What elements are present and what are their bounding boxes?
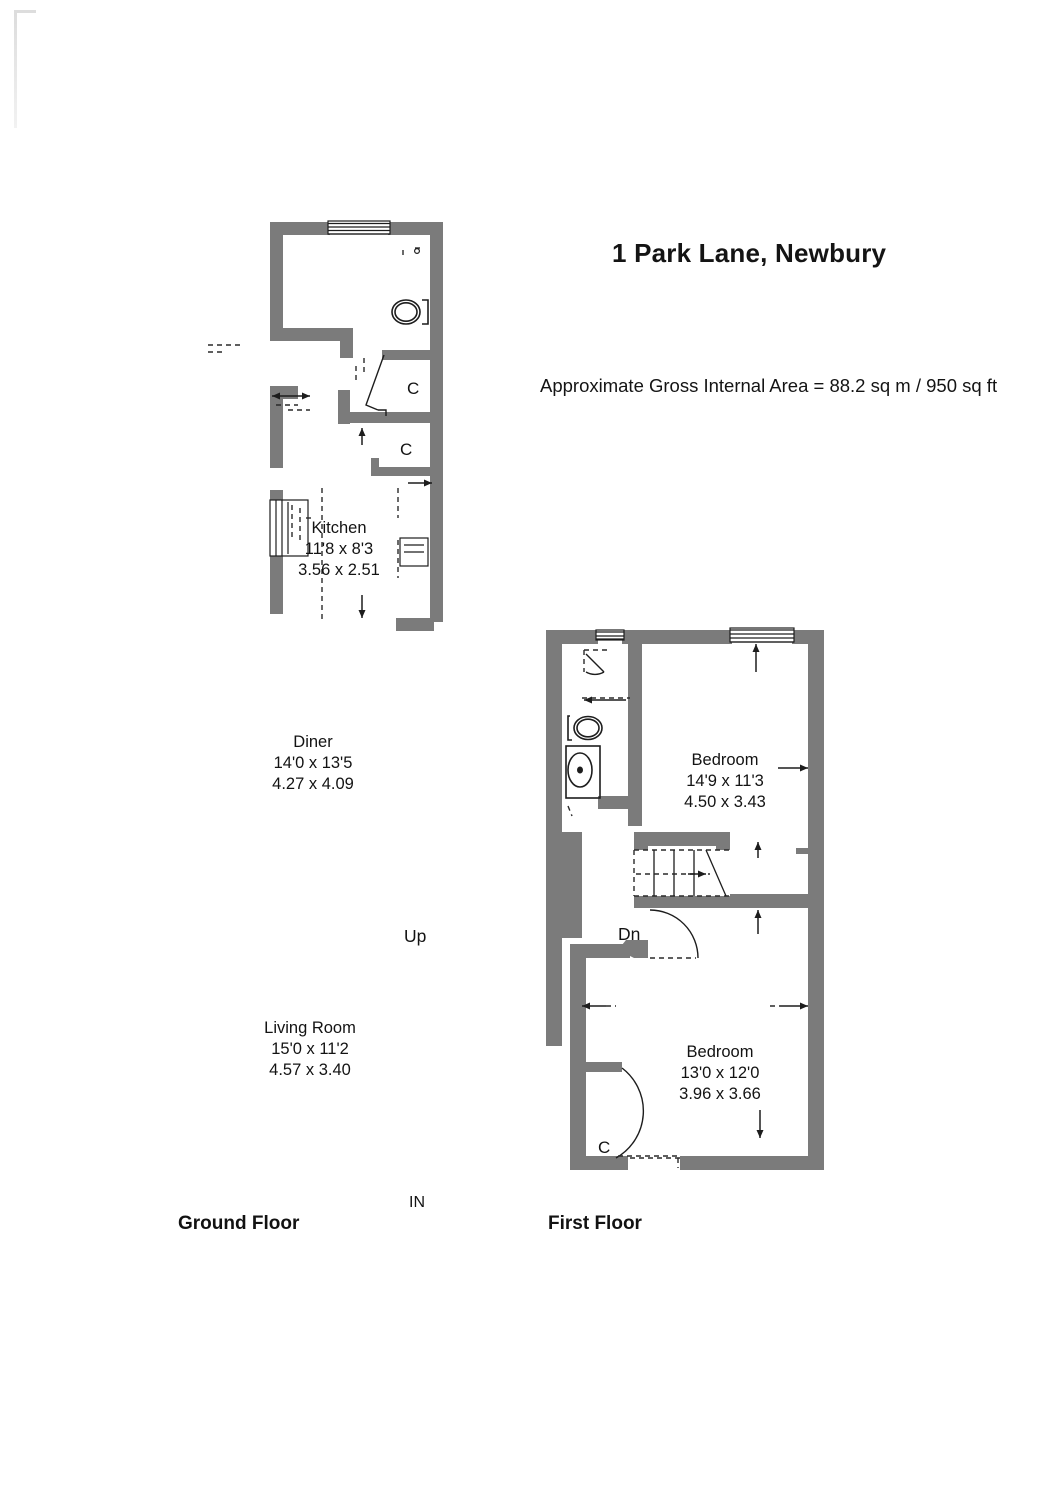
cupboard-label-ground-1: C <box>407 379 420 398</box>
arrow-bedroom2-bottom <box>756 1110 764 1138</box>
scan-artifact-cap <box>14 10 36 13</box>
room-dim-imperial: 14'9 x 11'3 <box>686 772 764 791</box>
room-label-diner: Diner 14'0 x 13'5 4.27 x 4.09 <box>248 732 378 795</box>
bathroom-door-dashes <box>583 649 610 672</box>
dimension-arrow-hall <box>272 392 310 400</box>
arrow-bedroom1-right-low <box>754 842 762 858</box>
room-dim-metric: 3.96 x 3.66 <box>679 1085 761 1104</box>
bath-fixture-first <box>565 745 601 799</box>
kitchen-appliance <box>399 537 429 567</box>
staircase-down <box>633 849 730 897</box>
arrow-bedroom1-top <box>752 644 760 672</box>
arrow-bedroom2-left <box>582 1002 616 1010</box>
arrow-bedroom2-top-right <box>754 910 762 934</box>
floor-label-ground: Ground Floor <box>178 1213 300 1234</box>
window-first-left <box>595 629 625 641</box>
room-dim-metric: 4.27 x 4.09 <box>272 775 354 794</box>
window-top-ground <box>327 220 391 235</box>
window-first-bedroom <box>729 627 795 643</box>
stair-direction-up: Up <box>404 926 427 946</box>
kitchen-units <box>269 499 309 557</box>
toilet-fixture-ground <box>391 299 429 325</box>
arrow-kitchen-bottom <box>358 595 366 618</box>
room-label-bedroom-1: Bedroom 14'9 x 11'3 4.50 x 3.43 <box>660 750 790 813</box>
scan-artifact-line <box>14 10 17 128</box>
room-label-kitchen: Kitchen 11'8 x 8'3 3.56 x 2.51 <box>274 518 404 581</box>
bathroom-lower-dashes <box>567 805 573 817</box>
stair-direction-arrow-dn <box>688 870 706 878</box>
gross-internal-area-note: Approximate Gross Internal Area = 88.2 s… <box>540 375 998 396</box>
first-floor-plan <box>530 610 840 1210</box>
arrow-kitchen-door <box>358 428 366 445</box>
room-name: Diner <box>293 733 333 751</box>
room-label-living-room: Living Room 15'0 x 11'2 4.57 x 3.40 <box>230 1018 390 1081</box>
cupboard-label-first-1: C <box>598 1138 611 1157</box>
arrow-bedroom2-right <box>770 1002 808 1010</box>
page-title: 1 Park Lane, Newbury <box>612 238 887 268</box>
room-name: Bedroom <box>691 751 759 769</box>
window-bottom-first <box>630 1157 680 1168</box>
kitchen-doorway-dashes <box>355 358 365 380</box>
room-name: Kitchen <box>311 519 367 537</box>
room-dim-metric: 3.56 x 2.51 <box>298 561 380 580</box>
room-dim-metric: 4.57 x 3.40 <box>269 1061 351 1080</box>
room-name: Living Room <box>264 1019 356 1037</box>
room-dim-imperial: 14'0 x 13'5 <box>273 754 353 773</box>
arrow-bedroom1-right <box>778 764 808 772</box>
room-name: Bedroom <box>686 1043 754 1061</box>
room-dim-imperial: 13'0 x 12'0 <box>680 1064 760 1083</box>
room-dim-imperial: 11'8 x 8'3 <box>304 540 374 559</box>
room-label-bedroom-2: Bedroom 13'0 x 12'0 3.96 x 3.66 <box>655 1042 785 1105</box>
ground-floor-plan <box>160 200 460 1210</box>
fixture-marks-upper-right <box>402 247 421 256</box>
arrow-kitchen-right <box>408 479 432 487</box>
floor-label-first: First Floor <box>548 1213 642 1234</box>
entrance-marker-in: IN <box>409 1194 425 1211</box>
upper-hall-dashes <box>208 344 240 353</box>
stair-direction-dn: Dn <box>618 924 641 944</box>
room-dim-metric: 4.50 x 3.43 <box>684 793 766 812</box>
hall-door-dashes <box>276 404 310 411</box>
toilet-fixture-first <box>567 715 603 741</box>
cupboard-label-ground-2: C <box>400 440 413 459</box>
room-dim-imperial: 15'0 x 11'2 <box>271 1040 349 1059</box>
arrow-bathroom <box>584 696 626 704</box>
kitchen-fitting-dashes <box>291 505 312 544</box>
